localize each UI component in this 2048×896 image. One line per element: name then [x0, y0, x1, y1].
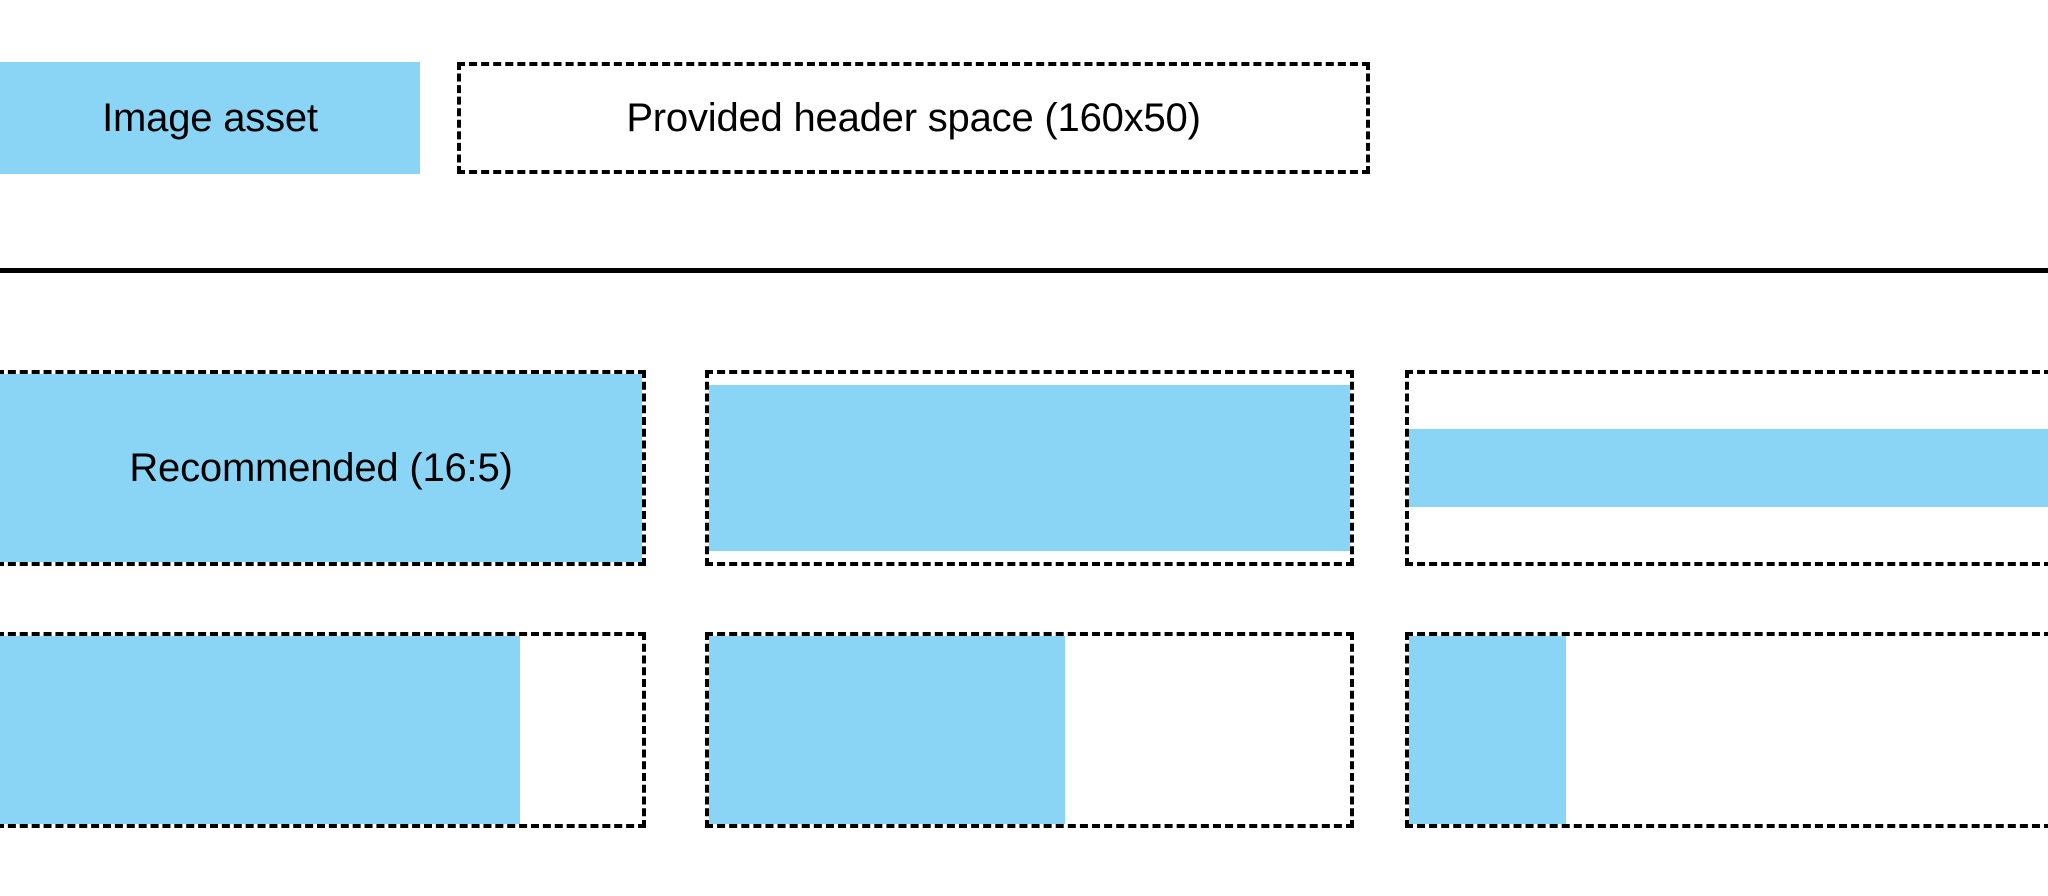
legend-image-asset-label: Image asset: [102, 95, 318, 140]
aspect-cell-row2-col2: [705, 632, 1354, 828]
image-asset-fill: [1409, 636, 1566, 824]
image-asset-fill: [709, 636, 1065, 824]
aspect-cell-row2-col3: [1405, 632, 2048, 828]
recommended-ratio-label: Recommended (16:5): [129, 445, 513, 490]
image-asset-fill: [0, 636, 521, 824]
aspect-cell-row1-col3: [1405, 370, 2048, 566]
legend-provided-space-label: Provided header space (160x50): [626, 95, 1201, 140]
image-asset-fill: [1409, 429, 2048, 507]
aspect-cell-row2-col1: [0, 632, 646, 828]
legend-row: Image asset Provided header space (160x5…: [0, 62, 2048, 174]
aspect-cell-row1-col2: [705, 370, 1354, 566]
aspect-cell-row1-col1: Recommended (16:5): [0, 370, 646, 566]
image-asset-fill: [0, 374, 642, 562]
section-divider: [0, 268, 2048, 273]
image-asset-fill: [709, 385, 1350, 551]
legend-image-asset-swatch: Image asset: [0, 62, 420, 174]
legend-provided-space-swatch: Provided header space (160x50): [457, 62, 1370, 174]
